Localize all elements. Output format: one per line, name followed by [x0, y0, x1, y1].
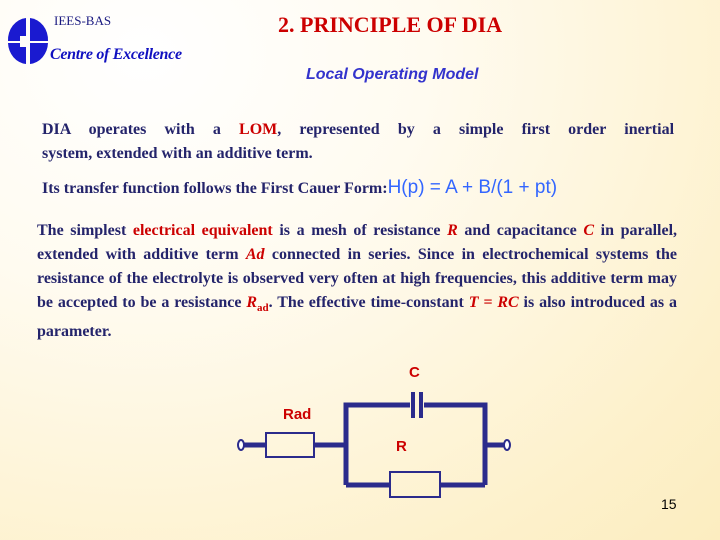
slide-subtitle: Local Operating Model: [306, 66, 479, 83]
paragraph-lom: DIA operates with a LOM, represented by …: [42, 118, 674, 166]
text: DIA operates with a: [42, 121, 240, 138]
capacitor-label: C: [409, 364, 420, 381]
text: Its transfer function follows the First …: [42, 180, 388, 197]
text: in parallel, extended with additive term: [37, 222, 678, 263]
paragraph-transfer-function: Its transfer function follows the First …: [42, 176, 557, 201]
centre-of-excellence-tagline: Centre of Excellence: [50, 46, 182, 63]
transfer-function-formula: H(p) = A + B/(1 + pt): [387, 177, 558, 198]
text: and capacitance: [457, 222, 584, 239]
highlight-lom: LOM: [239, 121, 278, 138]
iees-logo-icon: [7, 18, 49, 64]
symbol-ad: Ad: [245, 246, 265, 263]
subscript: ad: [257, 302, 269, 315]
symbol-c: C: [583, 222, 595, 239]
resistor-r-label: R: [396, 438, 407, 455]
resistor-rad-label: Rad: [283, 406, 312, 423]
text: system, extended with an additive term.: [42, 145, 313, 162]
text: The simplest: [37, 222, 133, 239]
institution-name: IEES-BAS: [54, 13, 112, 28]
slide-title: 2. PRINCIPLE OF DIA: [278, 12, 503, 37]
symbol-r: R: [447, 222, 458, 239]
text: . The effective time-constant: [268, 294, 469, 311]
text: connected in series. Since in electroche…: [37, 246, 678, 311]
paragraph-electrical-equivalent: The simplest electrical equivalent is a …: [37, 219, 677, 344]
text: , represented by a simple first order in…: [277, 121, 675, 138]
symbol-t-equals-rc: T = RC: [468, 294, 519, 311]
symbol-rad: Rad: [246, 294, 269, 315]
highlight-electrical-equivalent: electrical equivalent: [132, 222, 273, 239]
text: R: [246, 294, 258, 311]
text: is also introduced as a parameter.: [37, 294, 677, 341]
text: is a mesh of resistance: [272, 222, 448, 239]
page-number: 15: [661, 496, 677, 512]
circuit-diagram: [237, 392, 511, 498]
